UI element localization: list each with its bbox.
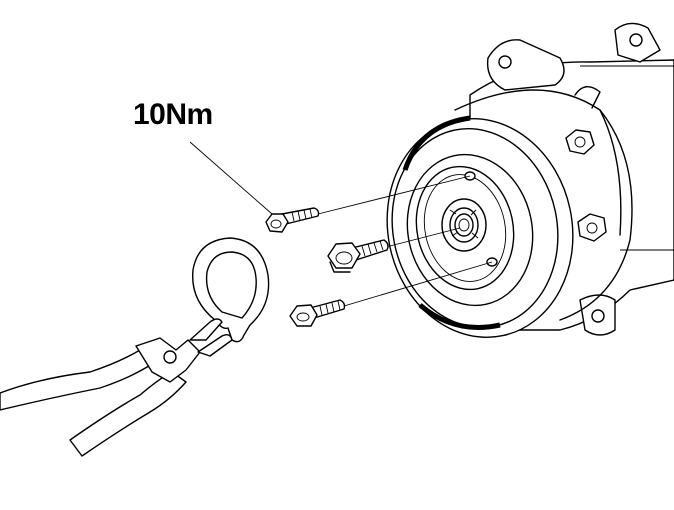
housing-bolt-upper [565,129,595,155]
plier-jaw-lower [197,333,233,357]
bolt-bottom [289,299,346,327]
mount-hole [591,309,605,323]
housing-bolt-lower [577,213,607,242]
mount-hole [629,33,643,47]
plier-jaw-upper [189,318,223,341]
bolt-top [265,207,320,233]
mount-hole [498,55,512,69]
snap-ring [191,237,270,343]
hub-shaft [441,198,487,252]
plier-handle-lower [69,371,187,457]
torque-spec-label: 10Nm [133,98,213,131]
snap-ring-pliers [0,318,233,457]
wire-clip [574,86,601,109]
bolt-middle [327,239,389,273]
torque-leader-line [189,141,273,215]
mounting-ear-top-left [486,39,565,91]
alignment-lines [317,175,493,307]
